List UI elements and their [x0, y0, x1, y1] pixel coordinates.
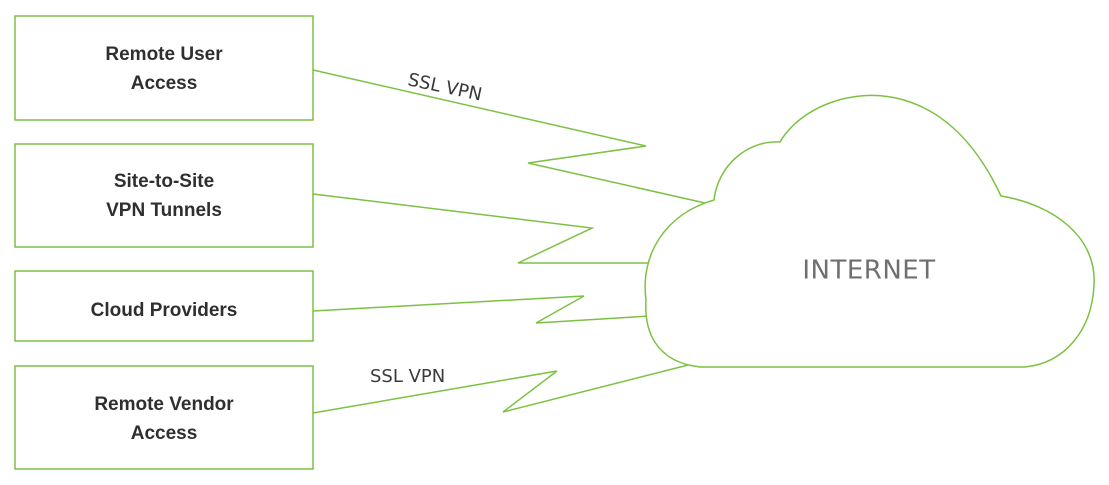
- box-label-line2: Access: [131, 73, 198, 94]
- box-label-line1: Remote Vendor: [94, 394, 234, 415]
- box-label-line1: Site-to-Site: [114, 171, 214, 192]
- link-site-to-site-vpn: [312, 193, 648, 264]
- cloud-label: INTERNET: [802, 256, 935, 286]
- link-cloud-providers: [312, 295, 651, 324]
- box-site-to-site-vpn-tunnels: Site-to-Site VPN Tunnels: [14, 143, 314, 248]
- box-label-line1: Cloud Providers: [91, 300, 238, 321]
- box-label-line2: VPN Tunnels: [106, 200, 222, 221]
- box-label-line2: Access: [131, 423, 198, 444]
- box-remote-user-access: Remote User Access: [14, 15, 314, 121]
- box-cloud-providers: Cloud Providers: [14, 270, 314, 342]
- link-remote-vendor-access: [312, 361, 701, 414]
- internet-cloud: [644, 94, 1095, 368]
- link-remote-user-access: [312, 69, 706, 204]
- ssl-vpn-label-bottom: SSL VPN: [370, 366, 445, 387]
- box-remote-vendor-access: Remote Vendor Access: [14, 365, 314, 470]
- box-label-line1: Remote User: [105, 44, 223, 65]
